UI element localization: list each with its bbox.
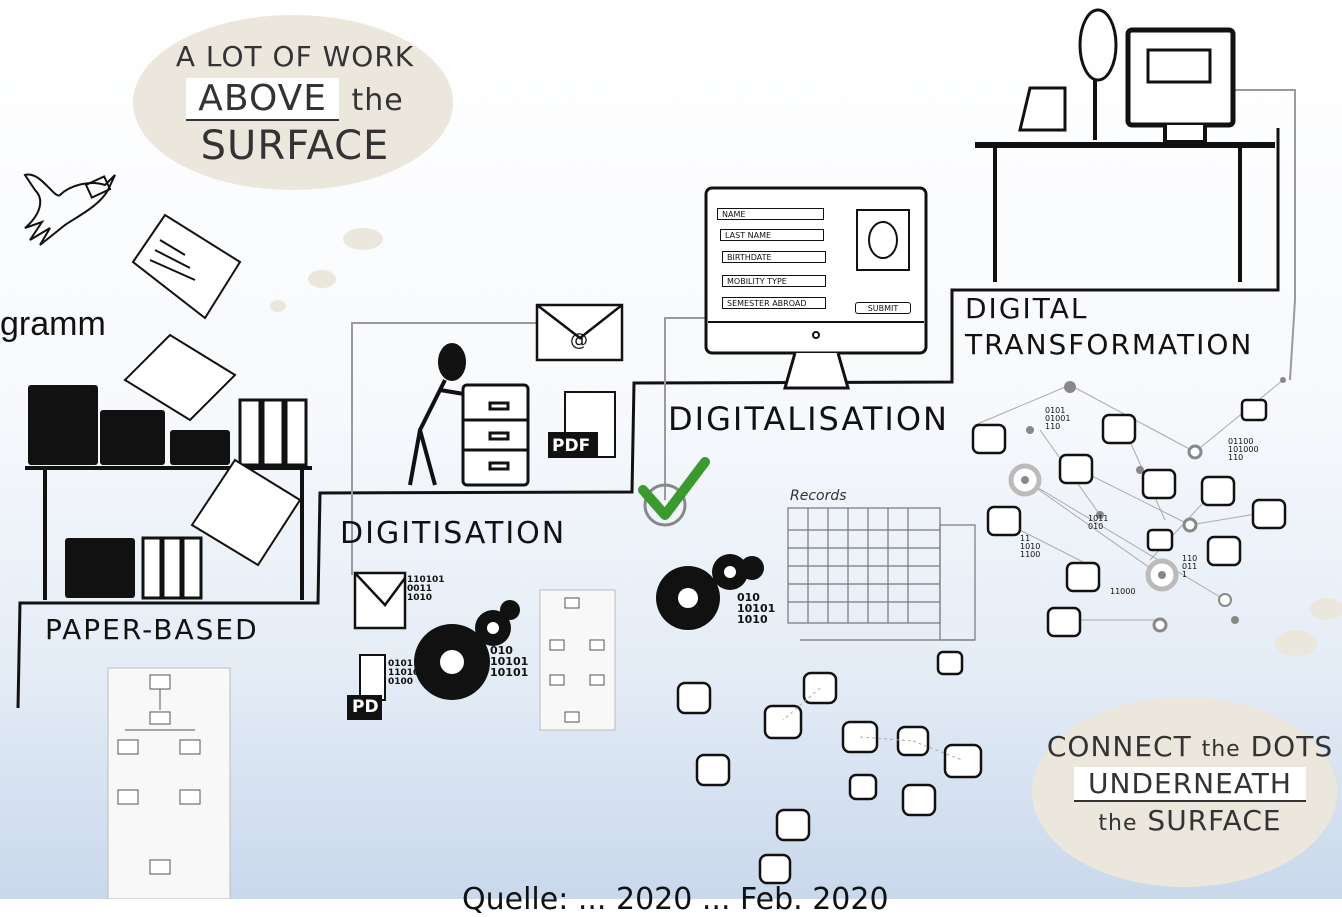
form-field-mobility-type: MOBILITY TYPE [722, 275, 826, 287]
desk-workstation-icon [975, 8, 1275, 282]
flowchart-left-icon [107, 667, 231, 899]
form-field-birthdate: BIRTHDATE [722, 251, 826, 263]
dove-icon [23, 173, 116, 246]
stage-label-digitalisation: DIGITALISATION [668, 400, 949, 438]
stage-label-transformation: TRANSFORMATION [965, 328, 1254, 361]
records-table-icon [787, 507, 976, 641]
cloud-bottom-line1b: the [1201, 737, 1241, 762]
form-field-name: NAME [717, 208, 824, 220]
form-field-semester-abroad: SEMESTER ABROAD [722, 297, 826, 309]
copier-icon [461, 383, 530, 487]
flying-papers [123, 333, 302, 567]
binders [141, 398, 308, 600]
binary-text-e: 0101 01001 110 [1045, 406, 1071, 431]
envelope-icon [535, 303, 624, 362]
cloud-top-bubble-3 [270, 300, 286, 312]
form-submit-button: SUBMIT [855, 302, 911, 314]
cloud-bottom-line1c: DOTS [1250, 730, 1334, 763]
network-computer-icons [971, 398, 1287, 638]
bottom-caption: Quelle: ... 2020 ... Feb. 2020 [462, 882, 889, 917]
cloud-top-line1: A LOT OF WORK [175, 40, 415, 73]
staircase [16, 128, 1280, 709]
records-label: Records [790, 488, 847, 504]
checkmark-icon [638, 457, 710, 527]
cloud-bottom-bubble-2 [1275, 630, 1317, 656]
cloud-bottom-line3a: the [1098, 810, 1138, 836]
email-at-symbol: @ [570, 330, 588, 351]
cloud-top-line2: ABOVE [186, 77, 340, 121]
binary-text-i: 110 011 1 [1182, 554, 1198, 579]
binary-text-f: 01100 101000 110 [1228, 437, 1259, 462]
network-nodes [1008, 377, 1286, 633]
paper-stacks [28, 385, 230, 598]
pdf-label-small: PD [352, 697, 379, 717]
person-at-copier-icon [408, 343, 471, 486]
cloud-top-bubble-2 [308, 270, 336, 288]
shelf [25, 466, 312, 600]
pdf-small-icon [347, 654, 386, 720]
envelope-small-icon [353, 571, 407, 630]
binary-text-b: 0101 11010 0100 [388, 659, 420, 687]
cloud-top-bubble-1 [343, 228, 383, 250]
pdf-document-icon [548, 391, 616, 458]
flowchart-middle-icon [539, 589, 616, 731]
cloud-bottom-text: CONNECT the DOTS UNDERNEATH the SURFACE [1045, 730, 1335, 837]
cloud-bottom-line1: CONNECT [1046, 730, 1192, 763]
side-cutoff-text: gramm [0, 305, 106, 343]
binary-text-j: 11000 [1110, 587, 1136, 596]
scattered-computer-icons [676, 650, 983, 885]
cloud-top-text: A LOT OF WORK ABOVE the SURFACE [150, 40, 440, 170]
binary-text-g: 1011 010 [1088, 514, 1109, 531]
scattered-connector-lines [782, 687, 963, 761]
cloud-bottom-line2: UNDERNEATH [1074, 766, 1306, 802]
paper-sheet-icon [131, 213, 242, 320]
form-field-last-name: LAST NAME [720, 229, 824, 241]
stage-label-digitisation: DIGITISATION [340, 516, 567, 551]
cloud-bottom-line3b: SURFACE [1147, 803, 1282, 837]
binary-text-c: 010 10101 10101 [490, 644, 529, 679]
cloud-bottom-bubble-1 [1310, 598, 1342, 620]
stage-label-digital: DIGITAL [965, 292, 1089, 325]
binary-text-d: 010 10101 1010 [737, 591, 776, 626]
pdf-label: PDF [552, 436, 591, 456]
cloud-top-line2b: the [351, 82, 404, 118]
binary-text-a: 110101 0011 1010 [407, 575, 445, 603]
stage-label-paper-based: PAPER-BASED [45, 613, 259, 646]
cloud-top-line3: SURFACE [200, 123, 390, 170]
binary-text-h: 11 1010 1100 [1020, 534, 1041, 559]
gears-icon [414, 554, 764, 700]
